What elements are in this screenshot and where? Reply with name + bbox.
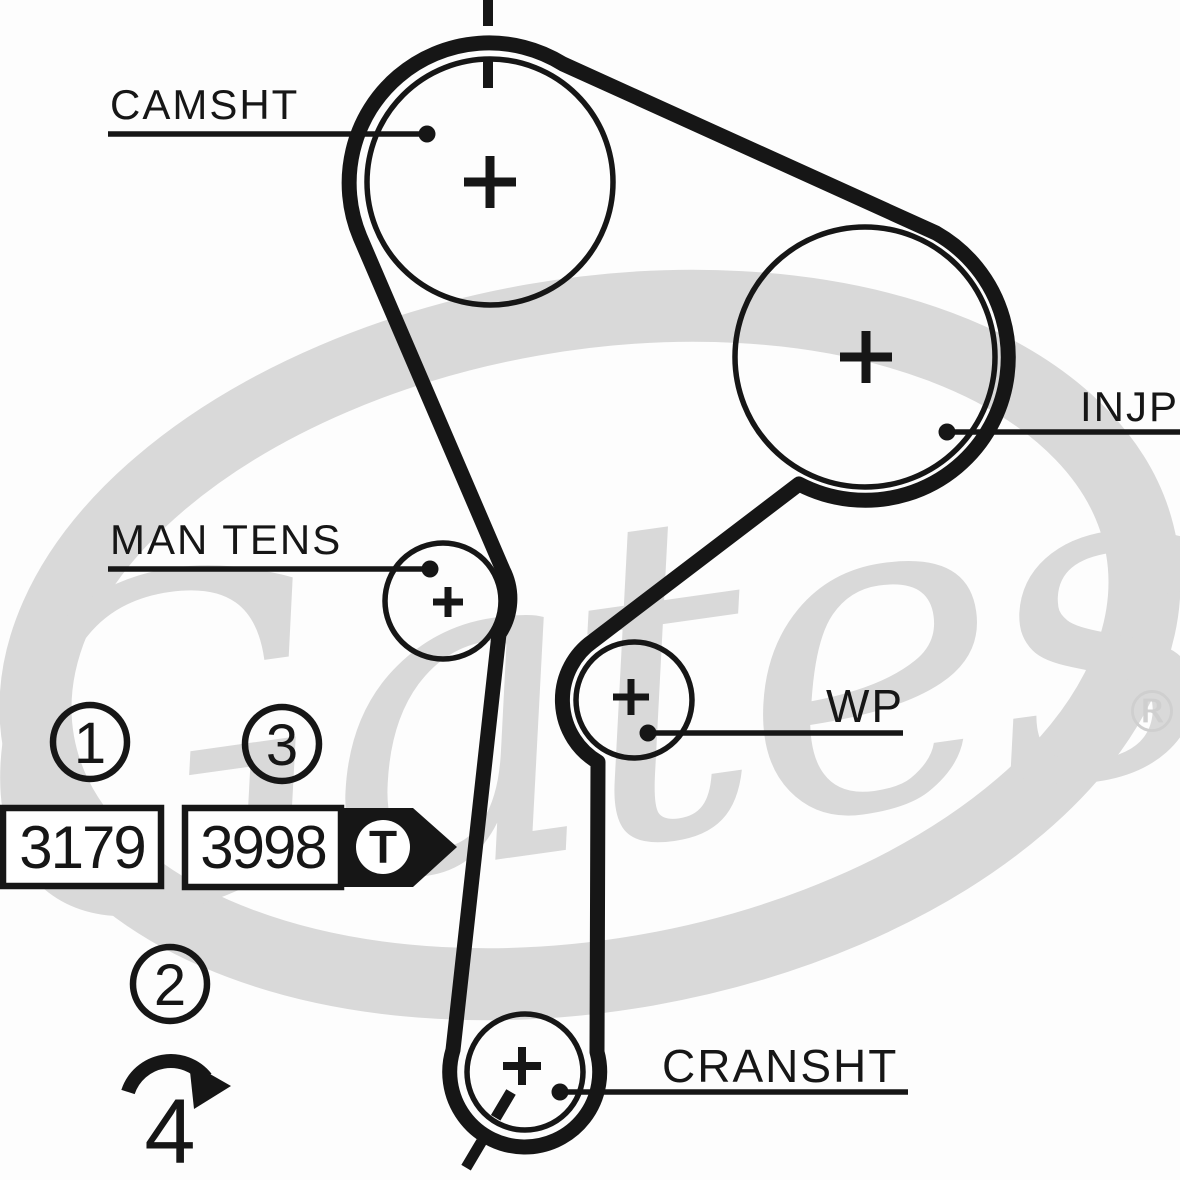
callout-number-2: 2 [129, 943, 211, 1025]
callout-2-digit: 2 [154, 953, 186, 1018]
crankshaft-timing-mark [452, 1089, 516, 1180]
injection-pump-callout: INJP [938, 383, 1180, 441]
belt-part-box: 3179 [0, 804, 165, 890]
callout-2-circle [129, 943, 211, 1025]
callout-3-digit: 3 [266, 713, 298, 778]
rotation-indicator: 4 [121, 1054, 231, 1180]
water-pump-center-cross [613, 679, 649, 715]
tool-marker-letter: T [369, 821, 397, 873]
water-pump-leader-dot [639, 724, 657, 742]
crankshaft-label: CRANSHT [662, 1040, 898, 1092]
callout-number-3: 3 [241, 703, 323, 785]
camshaft-callout: CAMSHT [108, 81, 436, 143]
camshaft-leader-dot [418, 125, 436, 143]
water-pump-pulley [573, 639, 695, 761]
registered-trademark-icon: ® [1123, 678, 1180, 746]
injection-pump-pulley [732, 224, 998, 490]
water-pump-callout: WP [639, 680, 904, 742]
camshaft-center-cross [464, 156, 516, 208]
manual-tensioner-callout: MAN TENS [108, 516, 439, 578]
rotation-arrow-head [189, 1062, 231, 1109]
manual-tensioner-leader-dot [421, 560, 439, 578]
turn-count-text: 4 [144, 1081, 195, 1180]
callout-number-1: 1 [49, 701, 131, 783]
tensioner-part-code: 3998 [200, 814, 325, 881]
belt-part-code: 3179 [19, 814, 144, 881]
tensioner-center-cross [433, 587, 463, 617]
watermark-swoosh-ellipse [0, 269, 1180, 1021]
tool-marker-circle [356, 820, 410, 874]
manual-tensioner-label: MAN TENS [110, 516, 342, 563]
manual-tensioner-pulley [382, 540, 504, 662]
water-pump-label: WP [826, 680, 904, 732]
callout-1-digit: 1 [74, 711, 106, 776]
injection-pump-leader-dot [938, 423, 956, 441]
injection-pump-label: INJP [1080, 383, 1179, 430]
crankshaft-leader-dot [551, 1083, 569, 1101]
timing-belt-path [341, 35, 1016, 1155]
belt-part-rect [0, 804, 165, 890]
crankshaft-pulley [464, 1011, 586, 1133]
callout-3-circle [241, 703, 323, 785]
callout-1-circle [49, 701, 131, 783]
tool-marker: T [341, 808, 457, 887]
crankshaft-callout: CRANSHT [551, 1040, 908, 1101]
camshaft-label: CAMSHT [110, 81, 299, 128]
crankshaft-center-cross [503, 1047, 541, 1085]
injection-pump-center-cross [840, 331, 892, 383]
tensioner-part-box: 3998 [181, 804, 345, 891]
